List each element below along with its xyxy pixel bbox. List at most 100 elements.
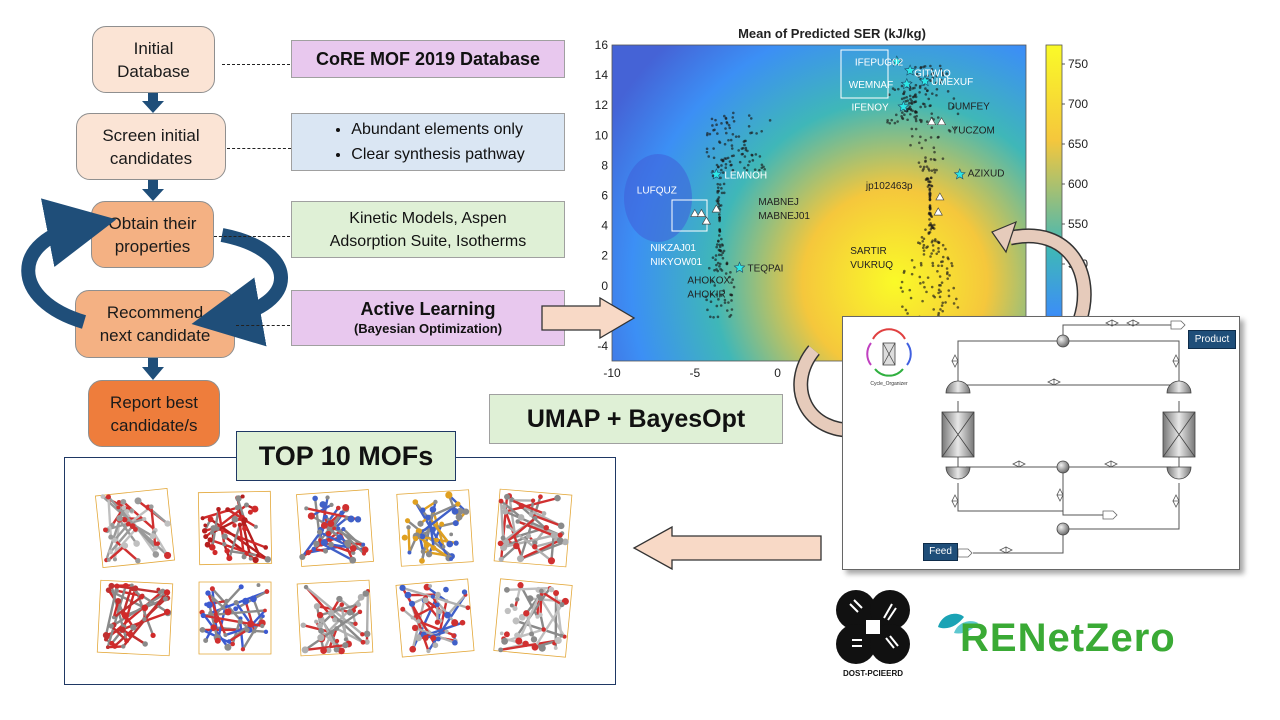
cloud-point xyxy=(928,197,932,201)
curved-arrow-to-chart xyxy=(991,220,1092,323)
tank-top-left xyxy=(945,380,971,394)
mof-structure xyxy=(296,489,374,567)
cloud-point xyxy=(901,111,904,114)
cloud-point xyxy=(720,164,723,167)
cloud-point xyxy=(932,146,936,150)
cloud-point xyxy=(931,264,935,268)
cloud-point xyxy=(715,293,718,296)
cloud-point xyxy=(715,268,718,271)
label-active-learning: Active Learning (Bayesian Optimization) xyxy=(291,290,565,346)
cloud-point xyxy=(946,277,949,280)
cloud-point xyxy=(929,255,932,258)
cloud-point xyxy=(940,281,944,284)
label-umap-bayesopt: UMAP + BayesOpt xyxy=(489,394,783,444)
label-properties-methods: Kinetic Models, Aspen Adsorption Suite, … xyxy=(291,201,565,258)
cloud-point xyxy=(888,93,891,97)
cloud-point xyxy=(904,99,908,103)
bayes-subtitle: (Bayesian Optimization) xyxy=(353,321,503,336)
cloud-point xyxy=(921,246,925,250)
cloud-point xyxy=(899,286,903,290)
x-tick-label: -10 xyxy=(603,366,621,380)
cloud-point xyxy=(914,127,918,131)
cloud-point xyxy=(712,147,715,150)
triangle-marker xyxy=(935,192,945,201)
cloud-point xyxy=(935,93,938,97)
cloud-point xyxy=(956,306,960,309)
cloud-point xyxy=(716,186,720,189)
mof-structure xyxy=(198,581,272,655)
cloud-point xyxy=(720,187,723,190)
cloud-point xyxy=(723,298,727,302)
cloud-point xyxy=(727,138,730,142)
cloud-point xyxy=(913,115,916,119)
cloud-point xyxy=(713,284,717,287)
cloud-point xyxy=(919,66,923,70)
cloud-point xyxy=(908,94,912,98)
cloud-point xyxy=(731,168,735,172)
cloud-point xyxy=(936,269,939,273)
point-label: jp102463p xyxy=(865,181,913,192)
cloud-point xyxy=(929,157,933,161)
cloud-point xyxy=(712,315,715,319)
cloud-point xyxy=(913,86,916,90)
connector-screen xyxy=(227,148,291,149)
cloud-point xyxy=(932,308,936,311)
point-label: NIKYOW01 xyxy=(650,257,702,268)
cloud-point xyxy=(718,230,722,233)
tank-top-right xyxy=(1166,380,1192,394)
cloud-point xyxy=(938,64,942,68)
cloud-point xyxy=(721,251,725,255)
cloud-point xyxy=(901,117,905,121)
cloud-point xyxy=(709,315,712,319)
cloud-point xyxy=(941,243,945,247)
cloud-point xyxy=(717,234,721,237)
cloud-point xyxy=(932,249,935,252)
cloud-point xyxy=(720,243,724,246)
cloud-point xyxy=(718,140,721,144)
cloud-point xyxy=(910,272,914,276)
colorbar-tick-label: 650 xyxy=(1068,137,1088,151)
cloud-point xyxy=(946,256,950,260)
mof-structure xyxy=(296,579,374,657)
cloud-point xyxy=(886,120,889,124)
cloud-point xyxy=(705,147,709,151)
cloud-point xyxy=(944,301,947,304)
point-label: MABNEJ xyxy=(758,197,799,208)
cloud-point xyxy=(707,155,711,158)
mixer-top xyxy=(1056,334,1070,348)
feed-stream-arrow xyxy=(957,548,973,558)
cloud-point xyxy=(913,266,916,269)
cloud-point xyxy=(903,96,906,100)
connector-database xyxy=(222,64,290,65)
cloud-point xyxy=(705,150,709,154)
cloud-point xyxy=(945,72,949,75)
connector-recommend xyxy=(236,325,290,326)
cloud-point xyxy=(938,275,942,278)
cloud-point xyxy=(906,312,909,315)
cloud-point xyxy=(754,153,758,156)
cloud-point xyxy=(718,218,721,222)
cloud-point xyxy=(720,168,723,172)
cloud-point xyxy=(719,304,723,307)
cloud-point xyxy=(715,243,719,246)
cloud-point xyxy=(715,263,718,267)
cloud-point xyxy=(956,112,960,116)
cloud-point xyxy=(928,189,932,192)
cloud-point xyxy=(743,166,746,170)
cloud-point xyxy=(929,176,933,180)
cloud-point xyxy=(722,249,726,253)
cloud-point xyxy=(737,149,740,152)
cloud-point xyxy=(932,223,936,227)
screen-criteria-list: Abundant elements only Clear synthesis p… xyxy=(331,117,524,167)
cloud-point xyxy=(715,163,719,167)
cloud-point xyxy=(886,118,889,122)
flow-step-screen-candidates: Screen initial candidates xyxy=(76,113,226,180)
point-label: WEMNAF xyxy=(849,80,893,91)
cloud-point xyxy=(722,191,726,195)
cloud-point xyxy=(926,245,929,248)
cloud-point xyxy=(924,93,928,96)
cloud-point xyxy=(925,165,929,168)
low-region-blob xyxy=(624,154,692,242)
cloud-point xyxy=(718,264,721,268)
leaf-icon xyxy=(938,613,978,634)
